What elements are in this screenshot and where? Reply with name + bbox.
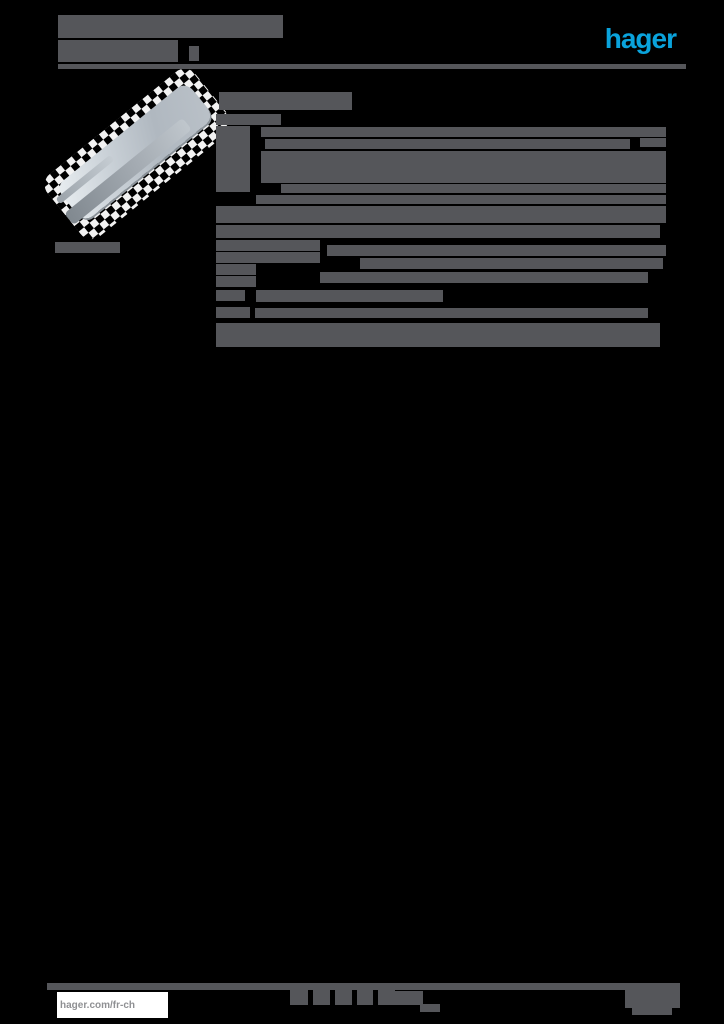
redacted-footer-block (290, 990, 308, 1005)
footer-link[interactable]: hager.com/fr-ch (60, 999, 136, 1011)
redacted-product-code (55, 242, 120, 253)
redacted-title-line (189, 46, 199, 61)
redacted-footer-block (313, 990, 330, 1005)
redacted-footer-block (395, 991, 423, 1005)
redacted-footer-block (632, 1008, 672, 1015)
redacted-footer-block (625, 990, 680, 1008)
redacted-table-cell (255, 308, 648, 318)
redacted-footer-block (357, 990, 373, 1005)
redacted-table-cell (216, 252, 320, 263)
redacted-table-cell (216, 240, 320, 251)
redacted-table-cell (216, 307, 250, 318)
redacted-table-cell (216, 290, 245, 301)
header-rule-line (58, 64, 686, 69)
redacted-footer-block (335, 990, 352, 1005)
redacted-table-cell (261, 127, 666, 137)
redacted-footer-block (378, 990, 395, 1005)
redacted-table-cell (327, 245, 666, 256)
footer-link-box: hager.com/fr-ch (57, 992, 168, 1018)
redacted-table-cell (256, 195, 666, 204)
redacted-table-cell (216, 276, 256, 287)
redacted-table-cell (216, 225, 660, 238)
redacted-table-cell (360, 258, 663, 269)
redacted-title-line (58, 15, 283, 38)
redacted-heading (219, 92, 352, 110)
redacted-table-cell (261, 151, 666, 183)
redacted-footer-block (47, 983, 680, 990)
redacted-footer-block (420, 1004, 440, 1012)
redacted-table-cell (216, 323, 660, 347)
product-image (38, 63, 238, 245)
redacted-title-line (58, 40, 178, 62)
redacted-table-cell (265, 139, 630, 149)
redacted-table-cell (281, 184, 666, 193)
redacted-table-cell (256, 290, 443, 302)
redacted-table-cell (320, 272, 648, 283)
redacted-table-cell (216, 206, 666, 223)
redacted-table-cell (640, 138, 666, 147)
hager-logo: hager (604, 23, 677, 54)
redacted-table-cell (216, 264, 256, 275)
